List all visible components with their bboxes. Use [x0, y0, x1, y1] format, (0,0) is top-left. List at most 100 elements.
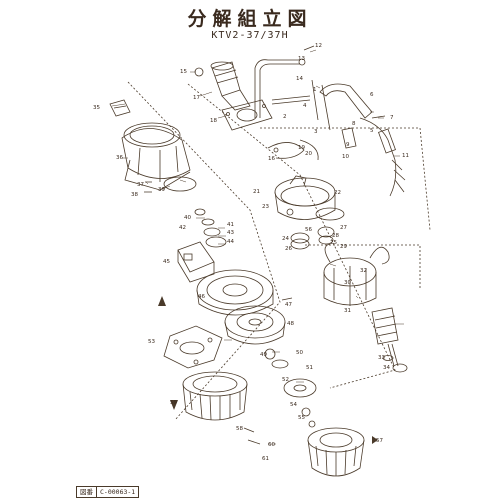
- part-rotor-shaft: [371, 307, 399, 367]
- assembly-guide-line: [187, 83, 396, 389]
- callout: 37: [137, 182, 144, 188]
- part-nut: [308, 420, 316, 428]
- callout: 21: [253, 189, 260, 195]
- callout: 32: [360, 268, 367, 274]
- callout: 46: [198, 294, 205, 300]
- callout: 10: [342, 154, 349, 160]
- part-bottom-stand: [307, 427, 365, 477]
- callout: 33: [378, 355, 385, 361]
- callout: 31: [344, 308, 351, 314]
- part-strainer-stand: [182, 371, 248, 421]
- part-wire-loop: [267, 142, 305, 159]
- callout: 22: [334, 190, 341, 196]
- callout: 1: [313, 87, 317, 93]
- part-lifting-handle: [319, 83, 373, 119]
- callout: 51: [306, 365, 313, 371]
- callout: 48: [287, 321, 294, 327]
- callout: 30: [344, 280, 351, 286]
- callout: 39: [158, 187, 165, 193]
- callout: 17: [193, 95, 200, 101]
- callout: 8: [352, 121, 356, 127]
- callout-labels: 1 2 3 4 5 6 7 8 9 10 11 12 13 14 15 16 1…: [93, 43, 409, 462]
- callout: 11: [402, 153, 409, 159]
- callout: 52: [282, 377, 289, 383]
- callout: 57: [376, 438, 383, 444]
- callout: 6: [370, 92, 374, 98]
- callout: 54: [290, 402, 297, 408]
- part-bearing: [317, 226, 335, 245]
- assembly-guide-line: [260, 127, 431, 231]
- part-oil-casing: [177, 241, 215, 283]
- part-bar: [271, 95, 311, 105]
- callout: 13: [298, 56, 305, 62]
- callout: 29: [340, 244, 347, 250]
- part-gasket: [221, 99, 273, 131]
- part-wear-plate: [283, 378, 317, 398]
- callout: 50: [296, 350, 303, 356]
- callout: 61: [262, 456, 269, 462]
- callout: 40: [184, 215, 191, 221]
- callout: 18: [210, 118, 217, 124]
- callout: 15: [180, 69, 187, 75]
- part-shaft-seal-stack: [194, 208, 227, 248]
- part-pump-casing: [196, 269, 274, 316]
- callout: 26: [285, 246, 292, 252]
- part-washer: [382, 355, 394, 361]
- callout: 42: [179, 225, 186, 231]
- part-bearing: [290, 232, 310, 250]
- callout: 35: [93, 105, 100, 111]
- callout: 38: [131, 192, 138, 198]
- part-clamp: [341, 127, 357, 149]
- callout: 44: [227, 239, 234, 245]
- callout: 9: [346, 142, 350, 148]
- callout: 16: [268, 156, 275, 162]
- callout: 27: [340, 225, 347, 231]
- part-bolt: [303, 45, 315, 51]
- callout: 60: [268, 442, 275, 448]
- part-impeller: [224, 305, 286, 345]
- callout: 53: [148, 339, 155, 345]
- callout: 49: [260, 352, 267, 358]
- callout: 34: [383, 365, 390, 371]
- callout: 55: [298, 415, 305, 421]
- part-nut: [301, 407, 311, 417]
- part-terminal: [273, 147, 279, 153]
- callout: 14: [296, 76, 303, 82]
- part-upper-casing: [121, 122, 191, 191]
- callout: 20: [305, 151, 312, 157]
- callout: 7: [390, 115, 394, 121]
- drawing-title: 分解組立図: [187, 8, 313, 30]
- callout: 12: [315, 43, 322, 49]
- part-rod: [311, 79, 331, 131]
- direction-arrows: [158, 296, 378, 444]
- callout: 24: [282, 236, 289, 242]
- part-screw: [371, 115, 386, 119]
- part-o-ring: [163, 176, 197, 192]
- part-wire: [299, 139, 319, 161]
- part-bolt: [243, 427, 261, 445]
- callout: 43: [227, 230, 234, 236]
- drawing-number-box: 図番 C-00063-1: [76, 486, 140, 498]
- callout: 59: [170, 400, 177, 406]
- part-washer: [271, 359, 289, 369]
- part-motor-cover: [274, 175, 336, 220]
- assembly-guide-line: [127, 81, 281, 421]
- part-strainer-plate: [163, 325, 223, 369]
- part-handle: [109, 99, 131, 117]
- part-bearing: [392, 363, 408, 373]
- callout: 41: [227, 222, 234, 228]
- callout: 2: [283, 114, 287, 120]
- part-plug: [194, 67, 204, 77]
- part-seal-ring: [315, 207, 345, 221]
- callout: 45: [163, 259, 170, 265]
- callout: 47: [285, 302, 292, 308]
- part-nut: [264, 348, 276, 360]
- callout: 4: [303, 103, 307, 109]
- callout: 28: [332, 233, 339, 239]
- part-cable: [359, 117, 406, 197]
- model-number: KTV2-37/37H: [211, 30, 289, 41]
- drawing-number: C-00063-1: [100, 488, 136, 496]
- part-guide-pipe: [254, 58, 306, 118]
